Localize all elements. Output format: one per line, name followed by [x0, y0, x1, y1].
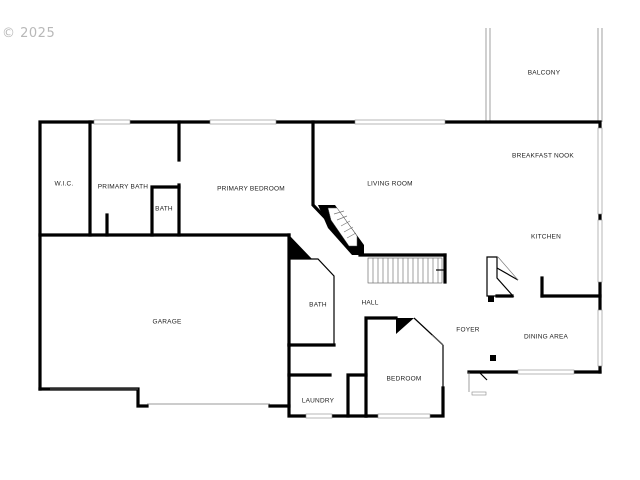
wall-blocks: [289, 235, 496, 361]
copyright-watermark: © 2025: [2, 26, 56, 41]
label-bedroom: BEDROOM: [387, 376, 422, 383]
label-dining-area: DINING AREA: [524, 334, 569, 341]
label-primary-bath: PRIMARY BATH: [98, 184, 149, 191]
windows: [93, 119, 603, 419]
label-foyer: FOYER: [456, 327, 479, 334]
kitchen-counter: [486, 256, 519, 297]
label-balcony: BALCONY: [528, 70, 561, 77]
label-garage: GARAGE: [152, 319, 181, 326]
balcony-outline: [485, 28, 603, 122]
room-labels: BALCONY BREAKFAST NOOK W.I.C. PRIMARY BA…: [55, 70, 575, 405]
label-laundry: LAUNDRY: [302, 398, 335, 405]
label-wic: W.I.C.: [55, 181, 74, 188]
doors: [431, 256, 519, 396]
label-breakfast-nook: BREAKFAST NOOK: [512, 153, 574, 160]
exterior-walls: [38, 120, 602, 418]
staircase-lower: [367, 257, 444, 284]
staircase-upper: [318, 205, 364, 255]
label-bath: BATH: [309, 302, 327, 309]
label-bath-small: BATH: [155, 206, 173, 213]
label-kitchen: KITCHEN: [531, 234, 561, 241]
label-hall: HALL: [361, 300, 378, 307]
label-primary-bedroom: PRIMARY BEDROOM: [217, 186, 285, 193]
garage-door: [50, 388, 270, 405]
label-living-room: LIVING ROOM: [367, 181, 413, 188]
